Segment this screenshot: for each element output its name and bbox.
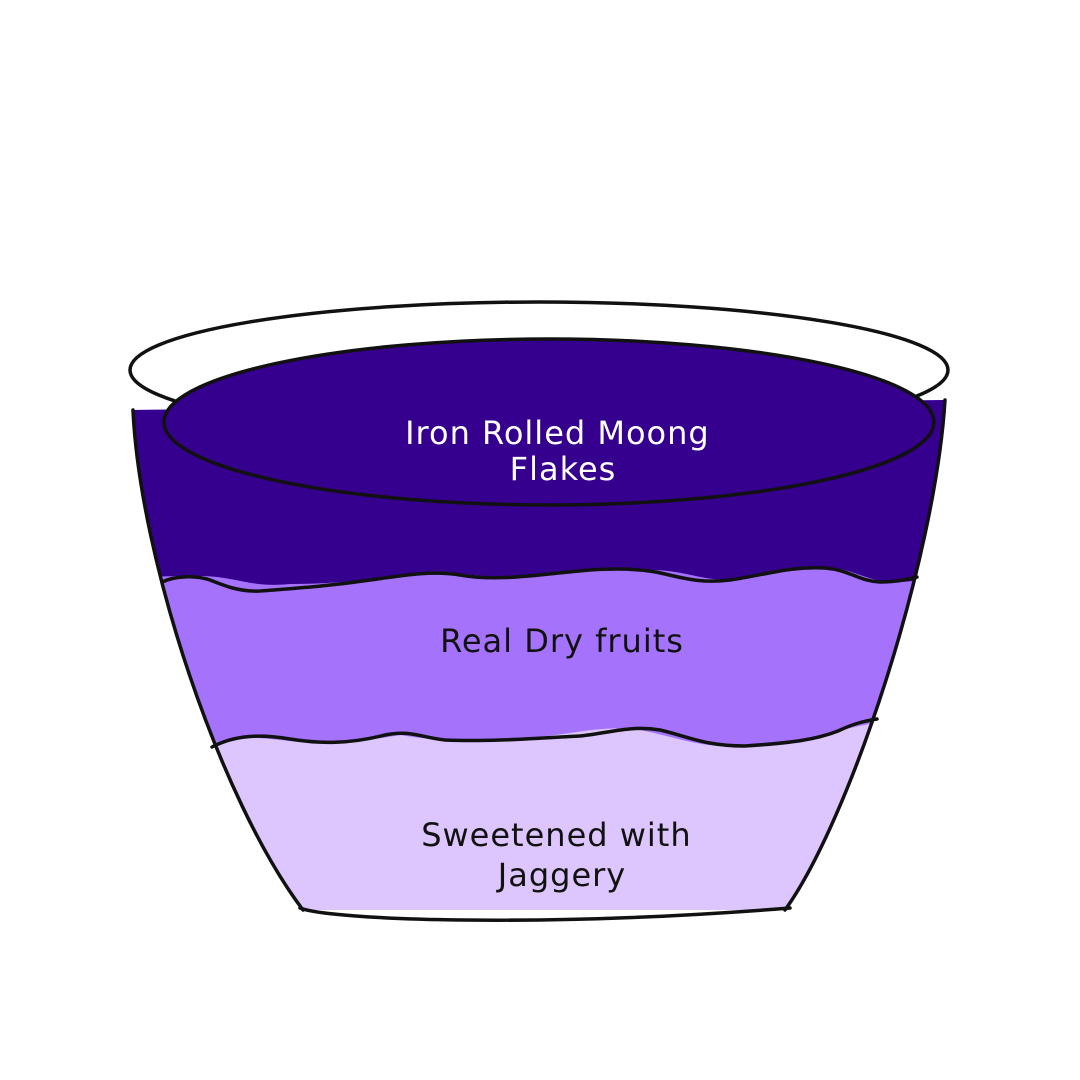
bowl-opening: [162, 337, 936, 507]
layer-bottom-label: Sweetened with Jaggery: [421, 816, 703, 894]
bowl-base: [298, 906, 792, 922]
middle-layer-boundary: [210, 717, 879, 749]
layer-middle-label: Real Dry fruits: [440, 622, 684, 660]
bowl-outline: [131, 408, 305, 912]
layer-top-label: Iron Rolled Moong Flakes: [405, 414, 721, 488]
bowl-outline-right: [783, 398, 947, 912]
top-layer-boundary: [160, 565, 919, 593]
